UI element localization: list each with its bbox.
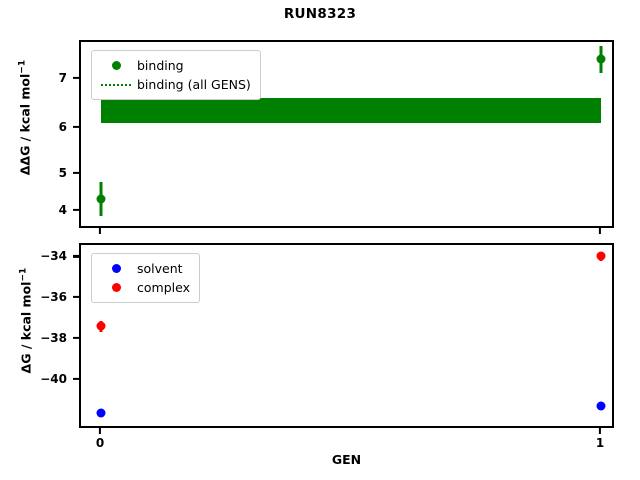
top-ylabel-text: ΔΔG / kcal mol <box>17 73 33 176</box>
top-ytick-mark-4 <box>73 208 79 212</box>
solvent-point-gen0 <box>96 408 106 418</box>
bottom-ylabel-text: ΔG / kcal mol <box>18 281 34 374</box>
legend-label-solvent: solvent <box>137 261 183 276</box>
bottom-ytick-mark-38 <box>73 336 79 339</box>
bottom-xtick-mark-1 <box>598 428 602 434</box>
bottom-panel-legend: solvent complex <box>91 253 200 303</box>
top-ytick-mark-6 <box>73 126 79 129</box>
top-ytick-label-7: 7 <box>58 71 67 85</box>
top-xtick-mark-1 <box>598 228 602 234</box>
complex-point-gen1 <box>596 251 606 261</box>
bottom-ytick-mark-36 <box>73 296 79 299</box>
bottom-ytick-label-38: −38 <box>40 330 67 345</box>
top-panel-plot-area: binding binding (all GENS) <box>81 42 612 226</box>
legend-item-binding-all-gens[interactable]: binding (all GENS) <box>99 75 251 94</box>
legend-item-binding[interactable]: binding <box>99 56 251 75</box>
legend-label-binding-all-gens: binding (all GENS) <box>137 77 251 92</box>
binding-all-gens-band <box>101 97 601 123</box>
legend-marker-dot-icon <box>99 61 133 70</box>
figure-title: RUN8323 <box>283 6 357 22</box>
bottom-xtick-label-1: 1 <box>595 436 605 450</box>
bottom-panel-ylabel: ΔG / kcal mol−1 <box>18 251 33 391</box>
top-ytick-label-6: 6 <box>58 120 67 135</box>
legend-dotted-line-icon <box>99 83 133 86</box>
legend-item-complex[interactable]: complex <box>99 278 190 297</box>
bottom-xtick-mark-0 <box>98 428 102 434</box>
top-ytick-label-5: 5 <box>58 165 67 180</box>
legend-label-binding: binding <box>137 58 184 73</box>
bottom-ylabel-exponent: −1 <box>18 267 29 282</box>
bottom-panel-plot-area: solvent complex <box>81 245 612 426</box>
binding-point-gen0 <box>96 194 106 204</box>
bottom-ytick-label-40: −40 <box>40 371 67 386</box>
bottom-ytick-mark-34 <box>73 255 79 258</box>
x-axis-label: GEN <box>331 452 362 467</box>
bottom-panel-axes: solvent complex <box>79 243 614 428</box>
legend-label-complex: complex <box>137 280 190 295</box>
top-ytick-label-4: 4 <box>58 203 67 217</box>
bottom-ytick-label-36: −36 <box>40 290 67 305</box>
solvent-point-gen1 <box>596 401 606 411</box>
legend-marker-dot-icon <box>99 283 133 292</box>
top-ytick-mark-7 <box>73 76 79 80</box>
top-ylabel-exponent: −1 <box>17 59 28 74</box>
top-ytick-mark-5 <box>73 171 79 174</box>
bottom-xtick-label-0: 0 <box>95 436 105 450</box>
top-panel-ylabel: ΔΔG / kcal mol−1 <box>17 48 32 188</box>
bottom-ytick-label-34: −34 <box>40 249 67 264</box>
top-xtick-mark-0 <box>98 228 102 234</box>
complex-point-gen0 <box>96 321 106 331</box>
legend-item-solvent[interactable]: solvent <box>99 259 190 278</box>
legend-marker-dot-icon <box>99 264 133 273</box>
bottom-ytick-mark-40 <box>73 377 79 380</box>
binding-point-gen1 <box>596 54 606 64</box>
top-panel-axes: binding binding (all GENS) <box>79 40 614 228</box>
top-panel-legend: binding binding (all GENS) <box>91 50 261 100</box>
